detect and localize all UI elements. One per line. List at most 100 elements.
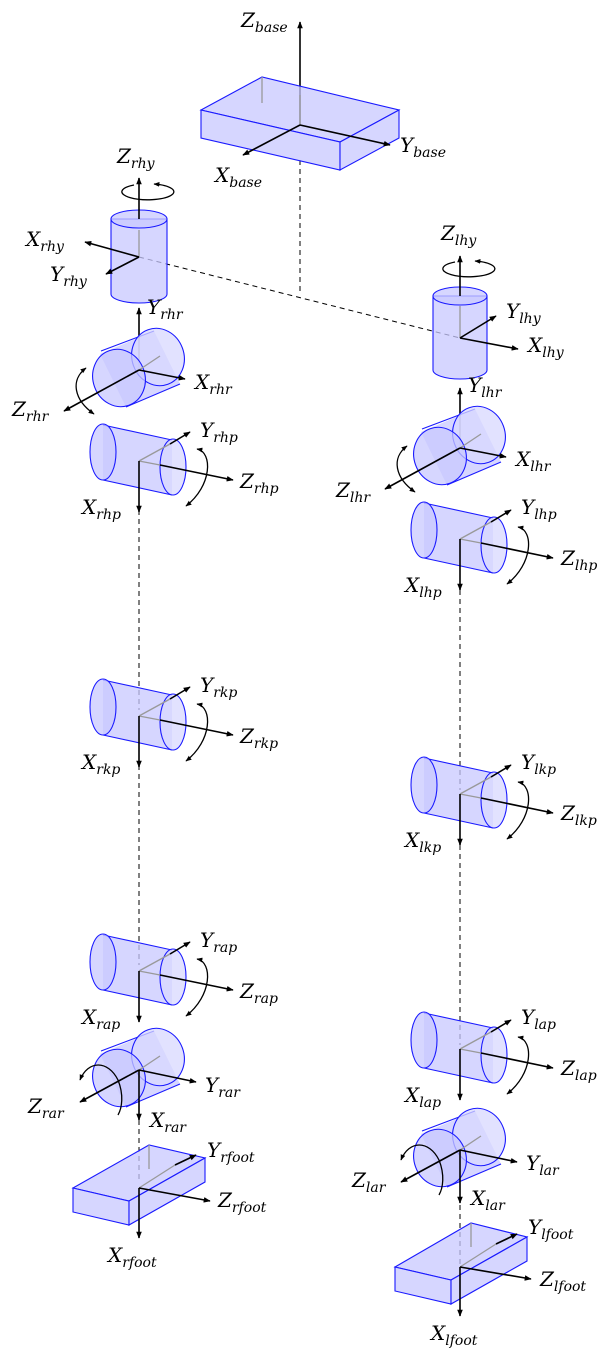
label-x-rar: Xrar bbox=[148, 1108, 187, 1136]
label-x-rap: Xrap bbox=[80, 1005, 120, 1033]
label-z-lhp: Zlhp bbox=[560, 546, 597, 574]
label-y-rfoot: Yrfoot bbox=[207, 1138, 255, 1166]
rhy-y-axis bbox=[105, 256, 140, 275]
lar-rotation-arrow bbox=[400, 1144, 444, 1196]
frame-rhp: Yrhp Zrhp Xrhp bbox=[80, 418, 279, 523]
lhr-x-axis bbox=[459, 447, 507, 459]
lkp-cylinder bbox=[410, 756, 508, 829]
base-y-axis bbox=[299, 124, 391, 147]
label-z-rar: Zrar bbox=[27, 1094, 65, 1122]
label-z-rkp: Zrkp bbox=[239, 724, 278, 752]
frame-lfoot: Ylfoot Zlfoot Xlfoot bbox=[393, 1215, 586, 1349]
rar-z-axis bbox=[79, 1069, 140, 1103]
lap-cylinder bbox=[410, 1011, 508, 1084]
lhy-y-axis bbox=[459, 315, 497, 339]
link-lines bbox=[138, 160, 461, 1265]
rhy-x-axis bbox=[84, 240, 140, 258]
rap-cylinder bbox=[89, 933, 187, 1006]
label-z-lfoot: Zlfoot bbox=[539, 1267, 586, 1295]
rkp-cylinder bbox=[89, 678, 187, 751]
label-x-lhy: Xlhy bbox=[526, 333, 565, 361]
frame-rkp: Yrkp Zrkp Xrkp bbox=[80, 673, 278, 778]
lhp-cylinder bbox=[410, 501, 508, 574]
rhr-rotation-arrow bbox=[75, 367, 95, 415]
label-y-lhr: Ylhr bbox=[468, 373, 503, 401]
frame-rhr: Yrhr Xrhr Zrhr bbox=[11, 295, 233, 425]
lhy-rotation-arrow bbox=[442, 259, 496, 278]
rkp-rotation-arrow bbox=[185, 702, 209, 762]
rhr-z-axis bbox=[63, 369, 140, 412]
base-x-axis bbox=[242, 124, 301, 156]
rar-y-axis bbox=[138, 1069, 197, 1084]
frame-lkp: Ylkp Zlkp Xlkp bbox=[403, 750, 597, 856]
lar-y-axis bbox=[459, 1149, 518, 1164]
rhp-y-axis bbox=[169, 431, 191, 445]
label-x-lar: Xlar bbox=[469, 1186, 506, 1214]
link-rhy-to-lhy bbox=[138, 256, 461, 339]
frame-lhp: Ylhp Zlhp Xlhp bbox=[403, 495, 597, 601]
lfoot-z-axis bbox=[459, 1266, 532, 1281]
rfoot-block bbox=[71, 1144, 207, 1226]
lap-y-axis bbox=[490, 1019, 512, 1033]
label-x-lfoot: Xlfoot bbox=[429, 1321, 478, 1349]
label-y-rap: Yrap bbox=[200, 928, 237, 956]
label-z-lhy: Zlhy bbox=[440, 221, 477, 249]
label-x-base: Xbase bbox=[213, 163, 262, 191]
frame-lar: Ylar Zlar Xlar bbox=[351, 1107, 560, 1214]
rkp-y-axis bbox=[169, 686, 191, 700]
label-y-lkp: Ylkp bbox=[521, 750, 556, 778]
lfoot-y-axis bbox=[495, 1233, 518, 1245]
label-z-rhp: Zrhp bbox=[239, 469, 279, 497]
rap-y-axis bbox=[169, 941, 191, 955]
lap-rotation-arrow bbox=[506, 1035, 530, 1095]
label-y-lar: Ylar bbox=[526, 1151, 560, 1179]
label-z-rhy: Zrhy bbox=[116, 144, 156, 172]
label-x-rhp: Xrhp bbox=[80, 495, 121, 523]
label-z-lhr: Zlhr bbox=[335, 478, 371, 506]
label-y-rar: Yrar bbox=[205, 1073, 241, 1101]
label-z-rfoot: Zrfoot bbox=[217, 1188, 267, 1216]
label-x-lap: Xlap bbox=[403, 1083, 441, 1111]
lkp-y-axis bbox=[490, 764, 512, 778]
label-y-rhp: Yrhp bbox=[200, 418, 238, 446]
label-z-rap: Zrap bbox=[239, 979, 278, 1007]
frame-rfoot: Yrfoot Zrfoot Xrfoot bbox=[71, 1138, 267, 1271]
lhp-rotation-arrow bbox=[506, 525, 530, 585]
lkp-rotation-arrow bbox=[506, 780, 530, 840]
rfoot-y-axis bbox=[174, 1154, 197, 1166]
label-x-rhy: Xrhy bbox=[24, 227, 65, 255]
frame-lhr: Ylhr Xlhr Zlhr bbox=[335, 373, 552, 506]
label-y-rhr: Yrhr bbox=[147, 295, 184, 323]
label-y-lfoot: Ylfoot bbox=[528, 1215, 574, 1243]
lhp-y-axis bbox=[490, 509, 512, 523]
label-x-lkp: Xlkp bbox=[403, 828, 441, 856]
label-y-lap: Ylap bbox=[521, 1005, 556, 1033]
rar-rotation-arrow bbox=[79, 1064, 123, 1116]
rhp-rotation-arrow bbox=[185, 447, 209, 507]
rap-rotation-arrow bbox=[185, 957, 209, 1017]
label-y-lhy: Ylhy bbox=[506, 299, 542, 327]
frame-rap: Yrap Zrap Xrap bbox=[80, 928, 278, 1033]
lhy-x-axis bbox=[459, 337, 519, 351]
lar-z-axis bbox=[400, 1149, 461, 1183]
label-z-lar: Zlar bbox=[351, 1168, 387, 1196]
frame-lhy: Zlhy Ylhy Xlhy bbox=[432, 221, 565, 380]
label-x-rkp: Xrkp bbox=[80, 750, 120, 778]
label-z-rhr: Zrhr bbox=[11, 397, 50, 425]
label-x-lhr: Xlhr bbox=[514, 447, 552, 475]
lhr-z-axis bbox=[384, 447, 461, 490]
label-x-rfoot: Xrfoot bbox=[106, 1243, 157, 1271]
label-z-base: Zbase bbox=[240, 8, 288, 36]
frame-rar: Yrar Zrar Xrar bbox=[27, 1027, 241, 1136]
label-y-lhp: Ylhp bbox=[521, 495, 557, 523]
rhp-cylinder bbox=[89, 423, 187, 496]
lhr-rotation-arrow bbox=[396, 445, 416, 493]
rhy-rotation-arrow bbox=[121, 182, 175, 201]
rhr-x-axis bbox=[138, 369, 186, 381]
label-y-rhy: Yrhy bbox=[50, 262, 88, 290]
label-x-rhr: Xrhr bbox=[193, 370, 233, 398]
lfoot-block bbox=[393, 1222, 529, 1305]
label-z-lap: Zlap bbox=[560, 1056, 597, 1084]
